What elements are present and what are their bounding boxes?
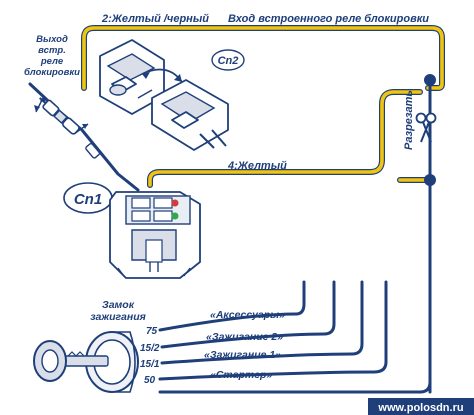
scissors-icon [415,112,437,143]
relay-output-label-2: встр. [38,45,66,56]
pin-50: 50 [144,375,156,386]
cn2-mate-arrow [141,68,183,83]
cn1-label: Cn1 [74,191,102,208]
yellow-wire-cn1 [147,89,423,188]
yellow-wire-top [81,25,445,91]
cn2-badge: Cn2 [211,49,245,71]
key-icon [33,340,109,382]
relay-input-label: Вход встроенного реле блокировки [228,13,429,25]
pin-15-1: 15/1 [140,359,160,370]
relay-output-wire [28,82,140,192]
website-watermark: www.polosdn.ru [368,398,474,415]
cn1-connector [109,191,201,279]
pin-75: 75 [146,326,158,337]
pin-15-2: 15/2 [140,343,160,354]
starter-label: «Стартер» [210,369,272,381]
ignition-wires [158,280,432,394]
relay-output-label-3: реле [40,56,64,67]
lock-label-1: Замок [102,299,135,311]
cn2-connector-right [151,79,229,151]
relay-output-arrow [34,95,46,113]
cn1-badge: Cn1 [63,182,113,214]
cut-wire [424,74,436,394]
cn2-label: Cn2 [218,55,239,67]
relay-arrow-2 [73,123,89,135]
lock-label-2: зажигания [90,311,146,323]
acc-label: «Аксессуары» [210,309,285,321]
relay-output-label-1: Выход [36,34,68,45]
yellow-wire-label: 4:Желтый [227,160,287,172]
ign1-label: «Зажигание 1» [204,349,281,361]
ign2-label: «Зажигание 2» [206,331,283,343]
cut-point-top [424,74,436,86]
cut-label: Разрезать [403,90,415,150]
relay-output-label-4: блокировки [24,67,80,78]
top-wire-label: 2:Желтый /черный [101,13,209,25]
ignition-lock [85,331,139,393]
cut-point-bottom [424,174,436,186]
website-label: www.polosdn.ru [377,402,463,414]
